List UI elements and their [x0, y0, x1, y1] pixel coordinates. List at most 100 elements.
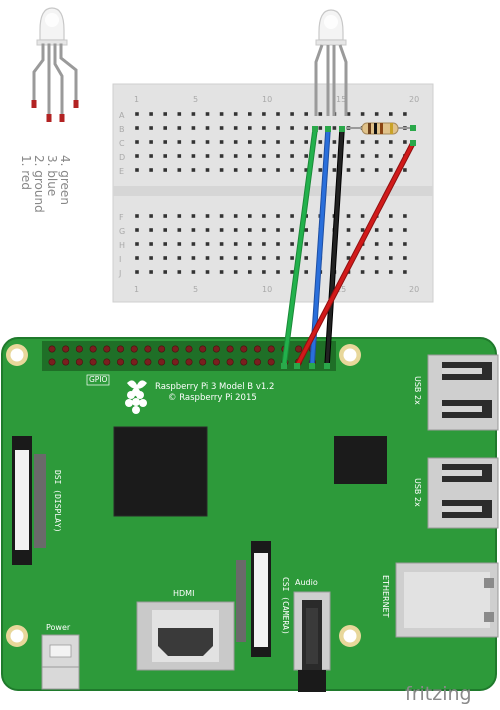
gpio-pin — [254, 345, 262, 353]
breadboard-hole — [205, 228, 210, 232]
gpio-pin — [48, 358, 56, 366]
breadboard-hole — [177, 242, 182, 246]
breadboard-hole — [191, 242, 196, 246]
breadboard-hole — [177, 270, 182, 274]
breadboard-hole — [332, 140, 337, 144]
breadboard-hole — [233, 112, 238, 116]
breadboard-hole — [219, 126, 224, 130]
breadboard-hole — [346, 228, 351, 232]
breadboard-hole — [360, 140, 365, 144]
legend-green: 4. green — [58, 155, 72, 205]
row-label-a: A — [119, 111, 125, 120]
gpio-pin — [212, 358, 220, 366]
breadboard-hole — [304, 126, 308, 130]
breadboard-hole — [346, 242, 351, 246]
gpio-pin — [62, 345, 70, 353]
legend-blue: 3. blue — [45, 155, 59, 196]
gpio-pin — [267, 358, 275, 366]
gpio-pin — [212, 345, 220, 353]
breadboard-hole — [374, 154, 379, 158]
ethernet-label: ETHERNET — [381, 575, 390, 618]
soc-chip — [114, 427, 207, 516]
breadboard-hole — [374, 112, 379, 116]
gpio-pin — [171, 358, 179, 366]
breadboard-hole — [135, 256, 139, 260]
breadboard-hole — [135, 168, 139, 172]
breadboard-hole — [163, 112, 167, 116]
row-label-d: D — [119, 153, 125, 162]
breadboard-hole — [276, 214, 280, 218]
breadboard-hole — [219, 154, 224, 158]
breadboard-hole — [374, 228, 379, 232]
breadboard-hole — [276, 242, 280, 246]
breadboard-hole — [149, 228, 153, 232]
dsi-connector — [12, 436, 46, 565]
breadboard-hole — [149, 154, 153, 158]
raspberry-logo-icon — [125, 380, 147, 414]
gpio-pin — [295, 345, 303, 353]
breadboard-hole — [360, 228, 365, 232]
breadboard-hole — [135, 228, 139, 232]
gpio-pin — [185, 358, 193, 366]
col-label-5-bottom: 5 — [193, 285, 198, 294]
breadboard-hole — [403, 242, 407, 246]
breadboard-hole — [403, 140, 407, 144]
breadboard-hole — [346, 168, 351, 172]
breadboard-hole — [360, 270, 365, 274]
breadboard-hole — [318, 112, 323, 116]
audio-label: Audio — [295, 578, 318, 587]
breadboard-hole — [332, 168, 337, 172]
breadboard-hole — [191, 228, 196, 232]
gpio-pin — [144, 358, 152, 366]
breadboard-hole — [205, 126, 210, 130]
row-label-g: G — [119, 227, 125, 236]
gpio-pin — [130, 358, 138, 366]
breadboard-hole — [177, 256, 182, 260]
breadboard-hole — [318, 154, 323, 158]
breadboard-hole — [248, 270, 252, 274]
breadboard-hole — [262, 126, 266, 130]
breadboard-hole — [276, 270, 280, 274]
gpio-pin — [75, 358, 83, 366]
gpio-label: GPIO — [89, 375, 108, 384]
breadboard-hole — [304, 140, 308, 144]
row-label-c: C — [119, 139, 125, 148]
breadboard-hole — [403, 256, 407, 260]
breadboard-hole — [248, 154, 252, 158]
gpio-pin — [103, 358, 111, 366]
breadboard-hole — [233, 256, 238, 260]
breadboard-hole — [248, 126, 252, 130]
col-label-10-bottom: 10 — [262, 285, 272, 294]
breadboard-hole — [177, 154, 182, 158]
breadboard-hole — [191, 256, 196, 260]
breadboard-hole — [304, 112, 308, 116]
breadboard-hole — [360, 256, 365, 260]
gpio-pin — [89, 358, 97, 366]
breadboard-hole — [191, 154, 196, 158]
breadboard-hole — [332, 154, 337, 158]
col-label-20-bottom: 20 — [409, 285, 419, 294]
rgb-led-breadboard — [314, 9, 348, 116]
breadboard-hole — [219, 168, 224, 172]
breadboard: 1 5 10 15 20 1 5 10 15 20 A B C D E F G … — [112, 83, 434, 303]
row-label-b: B — [119, 125, 125, 134]
legend-ground: 2. ground — [32, 155, 46, 213]
breadboard-hole — [346, 112, 351, 116]
breadboard-hole — [149, 168, 153, 172]
breadboard-hole — [177, 112, 182, 116]
gpio-pin — [171, 345, 179, 353]
breadboard-hole — [149, 126, 153, 130]
breadboard-hole — [205, 112, 210, 116]
breadboard-hole — [149, 256, 153, 260]
gpio-pin — [254, 358, 262, 366]
row-label-i: I — [119, 255, 121, 264]
breadboard-hole — [219, 242, 224, 246]
breadboard-hole — [403, 228, 407, 232]
wires — [281, 126, 416, 369]
breadboard-hole — [290, 228, 294, 232]
breadboard-hole — [262, 214, 266, 218]
row-label-h: H — [119, 241, 125, 250]
model-line-2: © Raspberry Pi 2015 — [168, 393, 257, 403]
lan-chip — [334, 436, 387, 484]
